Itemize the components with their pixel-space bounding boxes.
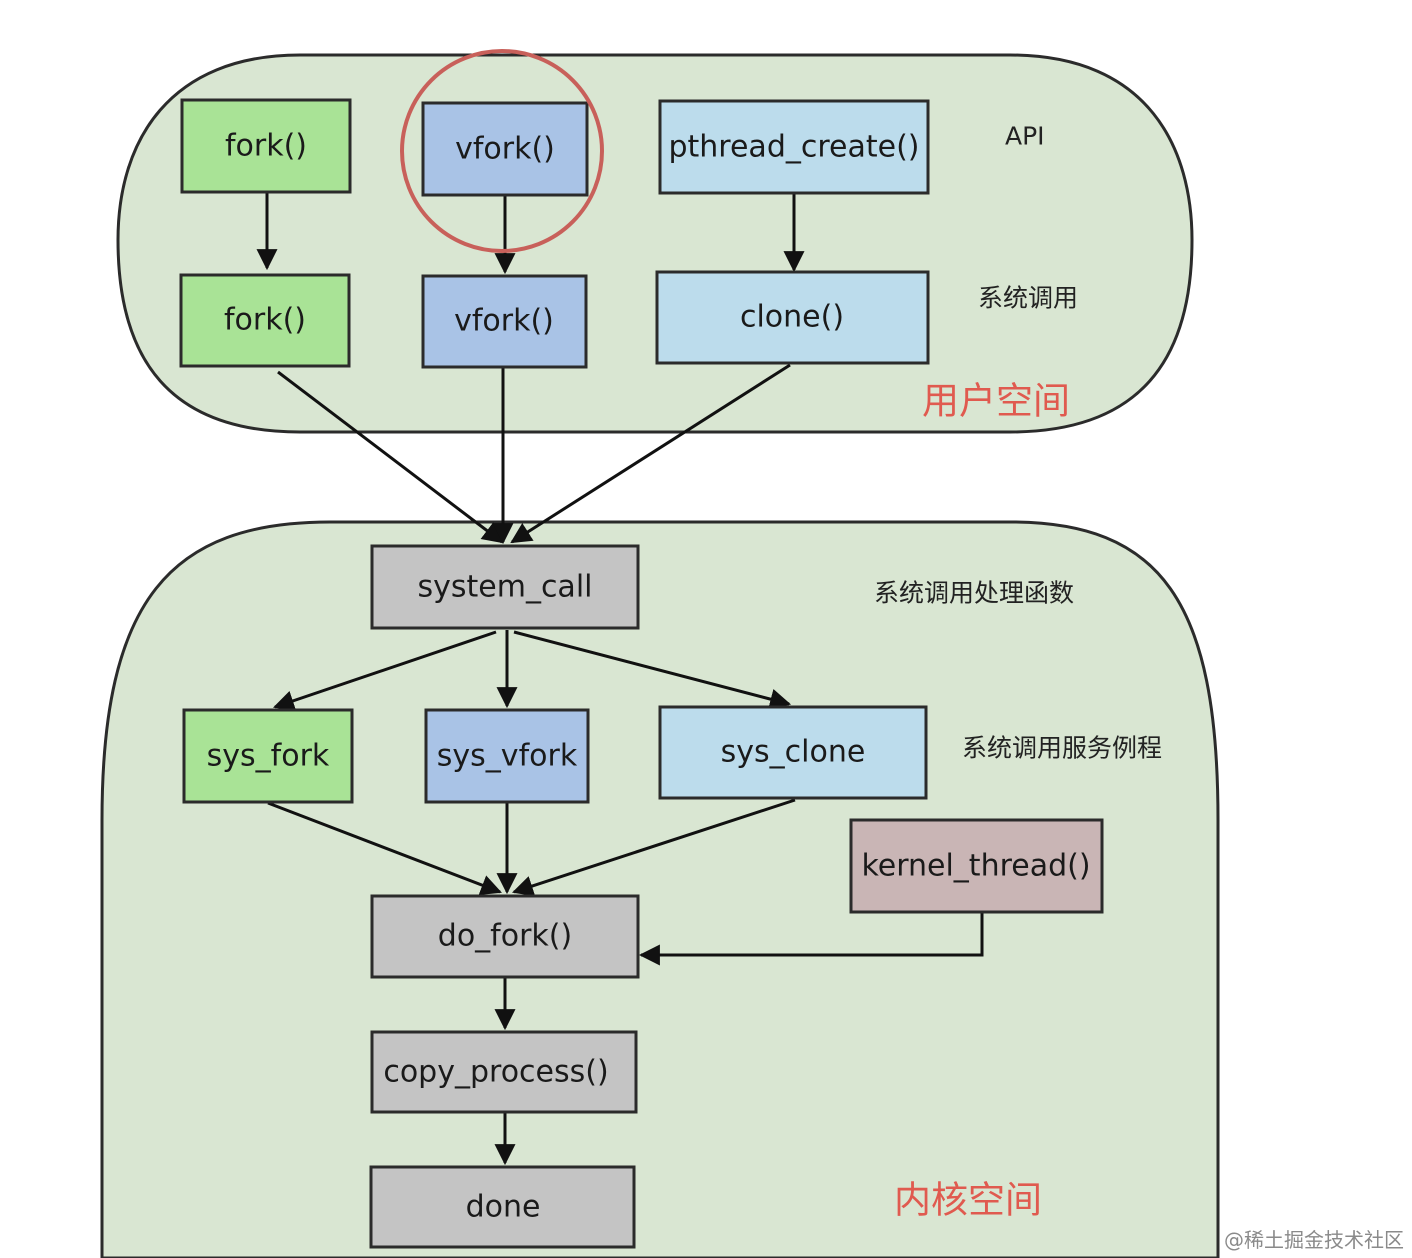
node-system-call: system_call [370, 544, 640, 630]
label-syscall: 系统调用 [978, 284, 1078, 313]
label-api: API [1005, 122, 1045, 151]
node-done: done [369, 1165, 636, 1249]
node-sys-clone: sys_clone [658, 705, 928, 800]
vfork-highlight-circle [400, 49, 604, 253]
edge-sys-clone-to-do-fork [512, 798, 796, 897]
node-copy-process-label: copy_process() [383, 1055, 608, 1090]
label-kernel-space: 内核空间 [894, 1179, 1042, 1222]
node-done-label: done [466, 1190, 541, 1225]
node-sys-vfork: sys_vfork [424, 708, 590, 804]
node-kernel-thread: kernel_thread() [849, 818, 1104, 914]
node-sys-clone-label: sys_clone [721, 735, 866, 770]
node-vfork-sys-label: vfork() [454, 304, 554, 339]
node-do-fork: do_fork() [370, 894, 640, 979]
label-user-space: 用户空间 [922, 380, 1070, 423]
node-vfork-api: vfork() [421, 101, 589, 197]
node-clone-sys: clone() [655, 270, 930, 365]
edge-clone-to-system-call [510, 363, 791, 544]
edge-sys-fork-to-do-fork [267, 801, 502, 896]
label-syscall-service: 系统调用服务例程 [962, 734, 1162, 763]
node-sys-vfork-label: sys_vfork [437, 739, 578, 774]
node-fork-sys-label: fork() [224, 303, 306, 338]
edge-system-call-to-sys-clone [513, 630, 792, 710]
node-fork-sys: fork() [179, 273, 351, 368]
node-do-fork-label: do_fork() [438, 919, 572, 954]
node-fork-api: fork() [180, 98, 352, 194]
node-sys-fork: sys_fork [182, 708, 354, 804]
edge-system-call-to-sys-fork [273, 630, 497, 711]
node-clone-sys-label: clone() [740, 300, 844, 335]
node-fork-api-label: fork() [225, 129, 307, 164]
edge-fork-sys-to-system-call [277, 370, 504, 544]
node-vfork-api-label: vfork() [455, 132, 555, 167]
node-sys-fork-label: sys_fork [207, 739, 330, 774]
node-system-call-label: system_call [417, 570, 592, 605]
label-syscall-handler: 系统调用处理函数 [874, 579, 1074, 608]
node-copy-process: copy_process() [370, 1030, 638, 1114]
node-pthread-create-label: pthread_create() [668, 130, 919, 165]
edge-kernel-thread-to-do-fork [638, 912, 984, 966]
node-kernel-thread-label: kernel_thread() [861, 849, 1090, 884]
edges [256, 192, 984, 1166]
node-pthread-create: pthread_create() [658, 99, 930, 195]
node-vfork-sys: vfork() [421, 274, 588, 369]
watermark: @稀土掘金技术社区 [1224, 1228, 1404, 1252]
